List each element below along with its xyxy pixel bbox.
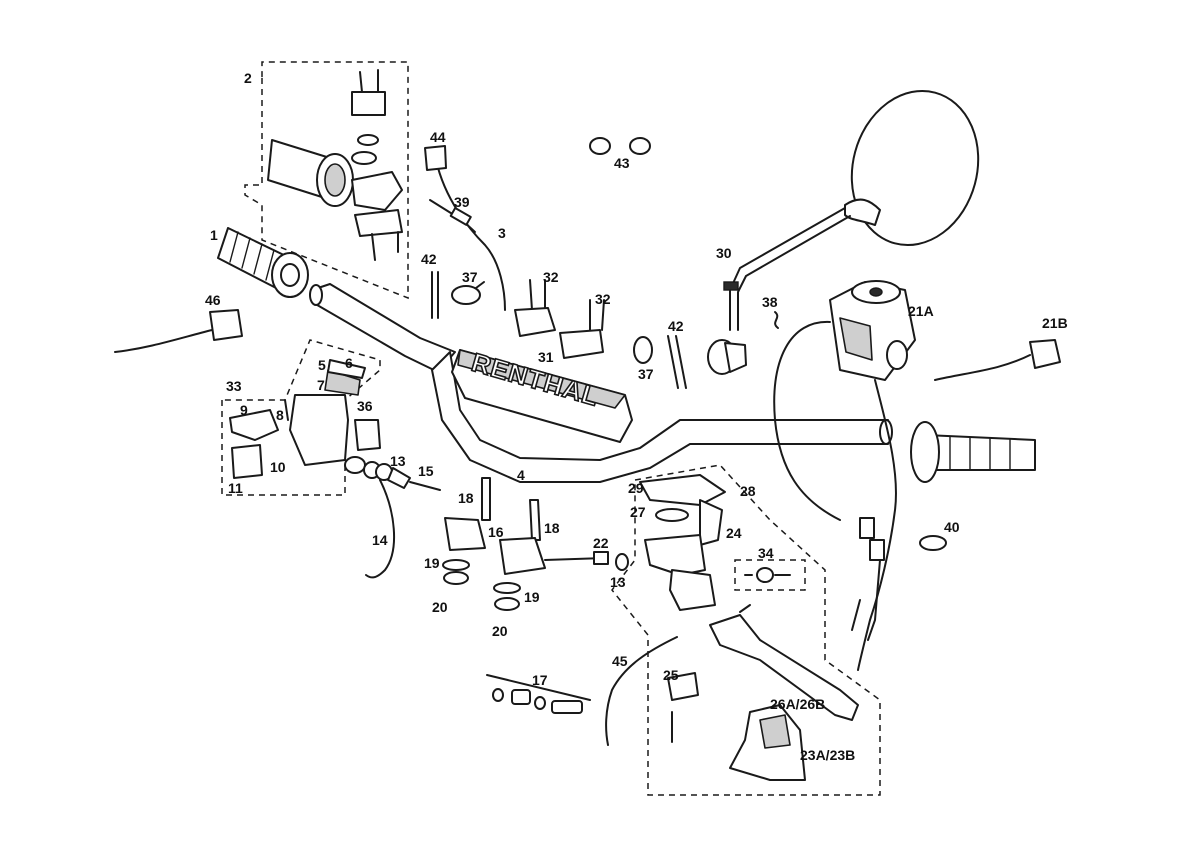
label-2: 2 <box>244 70 252 86</box>
bolt-34-box-outline <box>734 559 806 591</box>
label-16: 16 <box>488 524 504 540</box>
clutch-group-outline <box>611 464 881 796</box>
cable-tie-right <box>667 335 687 389</box>
label-8: 8 <box>276 407 284 423</box>
label-14: 14 <box>372 532 388 548</box>
label-18-right: 18 <box>544 520 560 536</box>
label-24: 24 <box>726 525 742 541</box>
cable-adjuster-17 <box>486 674 591 714</box>
label-36: 36 <box>357 398 373 414</box>
throttle-cable <box>424 145 506 311</box>
label-44: 44 <box>430 129 446 145</box>
left-grip <box>217 227 309 298</box>
label-32-right: 32 <box>595 291 611 307</box>
switch-21b <box>934 339 1061 381</box>
label-1: 1 <box>210 227 218 243</box>
handlebar <box>309 283 893 483</box>
lever-guard <box>729 704 806 781</box>
label-45: 45 <box>612 653 628 669</box>
label-13-left: 13 <box>390 453 406 469</box>
label-43: 43 <box>614 155 630 171</box>
clutch-perch <box>639 474 726 611</box>
label-37-right: 37 <box>638 366 654 382</box>
throttle-assembly <box>267 69 403 261</box>
label-29: 29 <box>628 480 644 496</box>
label-37-left: 37 <box>462 269 478 285</box>
label-38: 38 <box>762 294 778 310</box>
label-19-right: 19 <box>524 589 540 605</box>
spring-38 <box>774 311 779 329</box>
right-switch-21a <box>773 280 916 521</box>
label-6: 6 <box>345 355 353 371</box>
label-42-left: 42 <box>421 251 437 267</box>
label-28: 28 <box>740 483 756 499</box>
label-46: 46 <box>205 292 221 308</box>
label-34: 34 <box>758 545 774 561</box>
label-10: 10 <box>270 459 286 475</box>
right-wiring <box>851 379 897 671</box>
label-11: 11 <box>228 480 243 496</box>
label-33: 33 <box>226 378 242 394</box>
brake-hose <box>365 463 441 579</box>
mirror <box>723 89 980 331</box>
label-32-left: 32 <box>543 269 559 285</box>
label-39: 39 <box>454 194 470 210</box>
label-4: 4 <box>517 467 525 483</box>
label-7: 7 <box>317 377 325 393</box>
label-23: 23A/23B <box>800 747 855 763</box>
throttle-group-outline <box>244 61 409 300</box>
label-3: 3 <box>498 225 506 241</box>
label-5: 5 <box>318 357 326 373</box>
clutch-lever <box>709 604 859 721</box>
label-19-left: 19 <box>424 555 440 571</box>
brake-line-22 <box>544 551 629 571</box>
label-21a: 21A <box>908 303 934 319</box>
brake-master-cylinder <box>229 359 381 479</box>
label-13-right: 13 <box>610 574 626 590</box>
label-26: 26A/26B <box>770 696 825 712</box>
label-30: 30 <box>716 245 732 261</box>
label-21b: 21B <box>1042 315 1068 331</box>
clamp-37-left <box>451 281 485 305</box>
bar-clamps <box>514 279 605 359</box>
right-grip <box>910 421 1036 483</box>
clamps-43 <box>589 137 651 155</box>
label-18-left: 18 <box>458 490 474 506</box>
part-25 <box>667 672 699 743</box>
switch-46 <box>114 309 243 353</box>
label-27: 27 <box>630 504 646 520</box>
label-15: 15 <box>418 463 434 479</box>
label-9: 9 <box>240 402 248 418</box>
lower-clamps <box>442 477 546 611</box>
cable-tie-left <box>431 271 439 319</box>
label-20-left: 20 <box>432 599 448 615</box>
label-31: 31 <box>538 349 554 365</box>
brake-master-group-outline <box>221 339 381 496</box>
mirror-mount <box>707 339 747 375</box>
clamp-37-right <box>633 336 653 364</box>
bolt-34 <box>744 567 791 583</box>
label-40: 40 <box>944 519 960 535</box>
label-22: 22 <box>593 535 609 551</box>
label-42-right: 42 <box>668 318 684 334</box>
label-20-right: 20 <box>492 623 508 639</box>
label-17: 17 <box>532 672 548 688</box>
spring-40 <box>919 535 947 551</box>
clutch-cable-45 <box>605 636 678 746</box>
label-25: 25 <box>663 667 679 683</box>
